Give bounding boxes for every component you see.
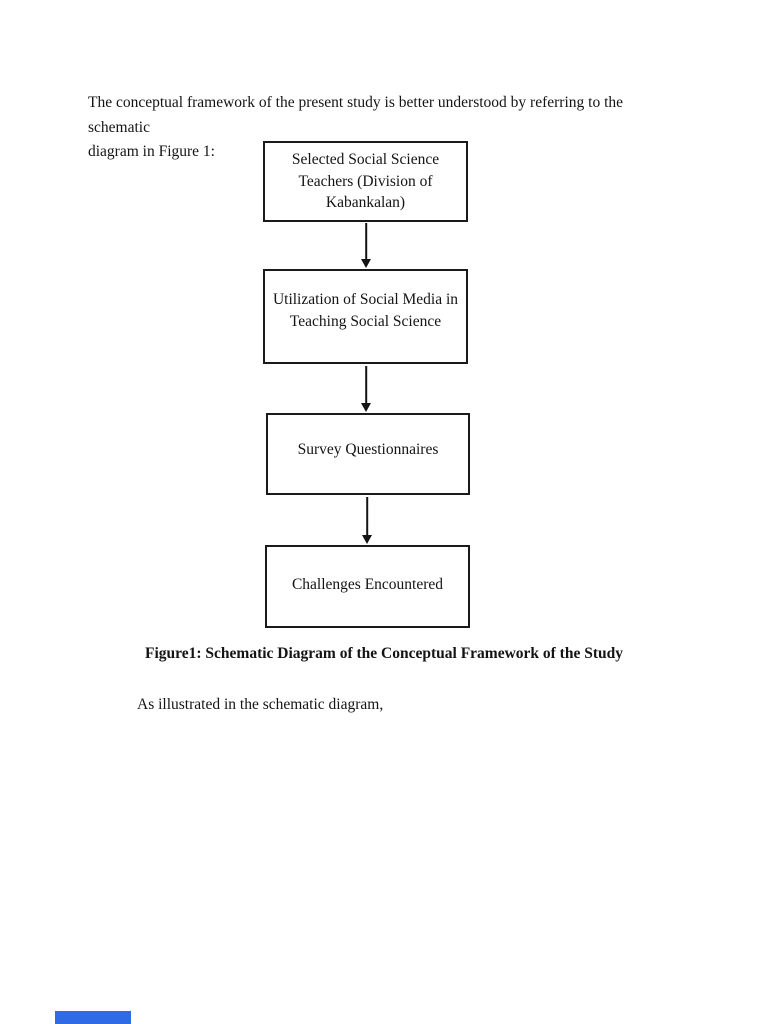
flow-box-utilization: Utilization of Social Media in Teaching …: [263, 269, 468, 364]
flow-box-label-line: Selected Social Science: [291, 151, 440, 169]
down-arrow-3: [361, 497, 373, 544]
flow-box-label-line: Challenges Encountered: [291, 575, 444, 593]
flow-box-label-line: Teachers (Division of: [298, 172, 433, 190]
arrow-shaft: [366, 497, 368, 536]
down-arrow-1: [360, 223, 372, 268]
arrow-shaft: [365, 366, 367, 404]
arrow-shaft: [365, 223, 367, 260]
arrow-head-icon: [361, 403, 371, 412]
flow-box-label-line: Teaching Social Science: [289, 312, 442, 330]
progress-bar: [55, 1011, 131, 1024]
closing-paragraph: As illustrated in the schematic diagram,: [137, 696, 384, 713]
intro-paragraph: The conceptual framework of the present …: [88, 91, 688, 165]
down-arrow-2: [360, 366, 372, 412]
arrow-head-icon: [362, 535, 372, 544]
arrow-head-icon: [361, 259, 371, 268]
flow-box-label-line: Utilization of Social Media in: [272, 291, 459, 308]
intro-line: diagram in Figure 1:: [88, 143, 215, 160]
figure-caption: Figure1: Schematic Diagram of the Concep…: [145, 645, 623, 662]
flow-box-challenges: Challenges Encountered: [265, 545, 470, 628]
flow-box-survey: Survey Questionnaires: [266, 413, 470, 495]
flow-box-label-line: Kabankalan): [325, 194, 406, 212]
flow-box-teachers: Selected Social Science Teachers (Divisi…: [263, 141, 468, 222]
flow-box-label-line: Survey Questionnaires: [297, 441, 439, 459]
intro-line: The conceptual framework of the present …: [88, 94, 623, 136]
